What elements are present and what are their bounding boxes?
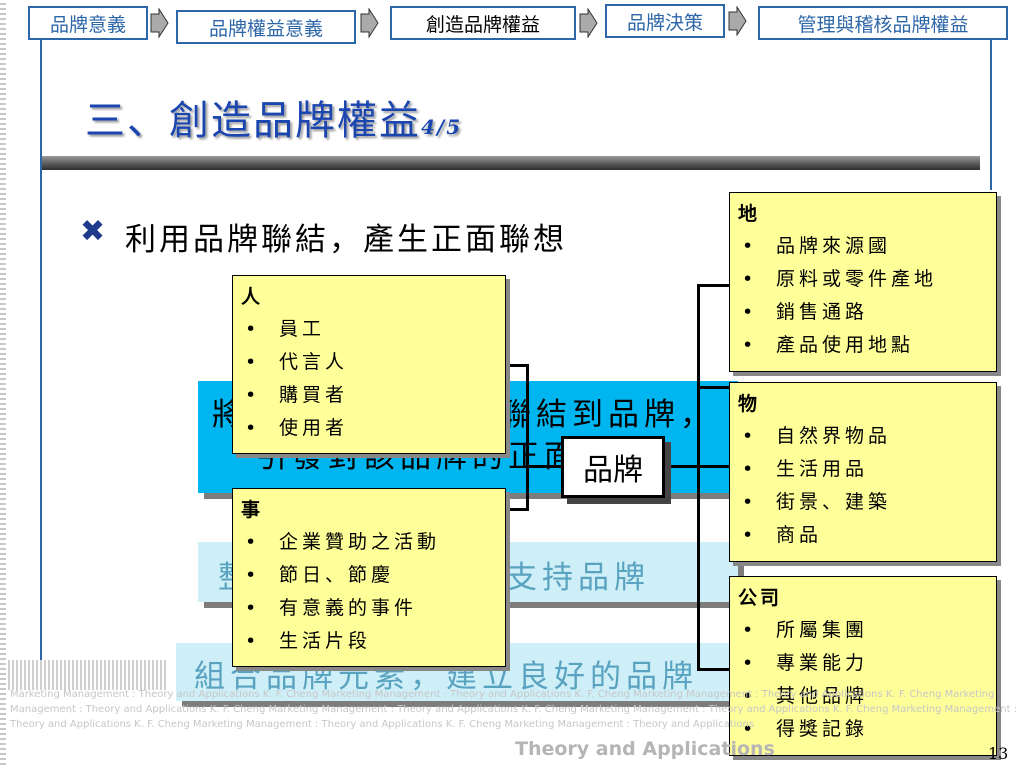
nav-tab-label: 創造品牌權益 xyxy=(425,13,540,36)
bullet-dot-icon: • xyxy=(742,718,754,740)
list-item: •產品使用地點 xyxy=(738,329,988,362)
list-item: •商品 xyxy=(738,519,988,552)
list-item: •得獎記錄 xyxy=(738,713,988,746)
association-box-events: 事 •企業贊助之活動 •節日、節慶 •有意義的事件 •生活片段 xyxy=(232,488,506,667)
list-item: •有意義的事件 xyxy=(241,592,497,625)
box-heading: 物 xyxy=(738,393,761,415)
slide-edge-decoration xyxy=(0,0,6,768)
list-item: •自然界物品 xyxy=(738,420,988,453)
list-item: •其他品牌 xyxy=(738,680,988,713)
connector-line xyxy=(665,465,729,468)
bullet-dot-icon: • xyxy=(245,351,257,373)
connector-line xyxy=(697,284,700,671)
list-item: •生活用品 xyxy=(738,453,988,486)
slide-title: 三、創造品牌權益4/5 xyxy=(85,98,463,144)
brand-box: 品牌 xyxy=(561,436,665,498)
connector-line xyxy=(697,668,729,671)
bullet-cross-icon: ✖ xyxy=(80,214,106,249)
footer-watermark-title: Theory and Applications xyxy=(515,738,775,760)
bullet-dot-icon: • xyxy=(742,652,754,674)
list-item: •原料或零件產地 xyxy=(738,263,988,296)
list-item: •節日、節慶 xyxy=(241,559,497,592)
nav-tab-brand-equity-meaning[interactable]: 品牌權益意義 xyxy=(176,10,356,44)
bullet-dot-icon: • xyxy=(245,318,257,340)
bullet-dot-icon: • xyxy=(742,491,754,513)
bullet-dot-icon: • xyxy=(245,384,257,406)
box-list: •自然界物品 •生活用品 •街景、建築 •商品 xyxy=(738,420,988,552)
list-item: •銷售通路 xyxy=(738,296,988,329)
list-item: •員工 xyxy=(241,313,497,346)
bullet-dot-icon: • xyxy=(245,597,257,619)
title-underline xyxy=(42,156,980,170)
bullet-dot-icon: • xyxy=(742,524,754,546)
nav-tab-label: 品牌權益意義 xyxy=(208,17,323,40)
nav-arrow-icon xyxy=(579,8,598,38)
box-heading: 事 xyxy=(241,499,264,521)
box-list: •品牌來源國 •原料或零件產地 •銷售通路 •產品使用地點 xyxy=(738,230,988,362)
list-item: •所屬集團 xyxy=(738,614,988,647)
nav-tab-manage-audit-brand-equity[interactable]: 管理與稽核品牌權益 xyxy=(758,6,1008,40)
box-heading: 人 xyxy=(241,286,264,308)
nav-tab-label: 管理與稽核品牌權益 xyxy=(797,13,969,36)
bullet-dot-icon: • xyxy=(742,425,754,447)
bullet-dot-icon: • xyxy=(742,685,754,707)
nav-arrow-icon xyxy=(728,6,747,36)
list-item: •企業贊助之活動 xyxy=(241,526,497,559)
association-box-company: 公司 •所屬集團 •專業能力 •其他品牌 •得獎記錄 xyxy=(729,576,997,756)
list-item: •街景、建築 xyxy=(738,486,988,519)
connector-line xyxy=(526,465,562,468)
bullet-dot-icon: • xyxy=(245,564,257,586)
bullet-dot-icon: • xyxy=(245,630,257,652)
box-heading: 地 xyxy=(738,203,761,225)
nav-tab-label: 品牌決策 xyxy=(626,11,703,34)
bullet-dot-icon: • xyxy=(742,235,754,257)
box-heading: 公司 xyxy=(738,587,783,609)
bullet-dot-icon: • xyxy=(245,417,257,439)
page-number: 13 xyxy=(988,744,1009,763)
list-item: •使用者 xyxy=(241,412,497,445)
nav-tab-label: 品牌意義 xyxy=(49,13,126,36)
nav-tab-brand-decisions[interactable]: 品牌決策 xyxy=(605,4,725,38)
bullet-dot-icon: • xyxy=(742,619,754,641)
bullet-dot-icon: • xyxy=(742,301,754,323)
list-item: •代言人 xyxy=(241,346,497,379)
association-box-people: 人 •員工 •代言人 •購買者 •使用者 xyxy=(232,275,506,454)
bullet-text: 利用品牌聯結，產生正面聯想 xyxy=(125,222,567,258)
bullet-dot-icon: • xyxy=(742,334,754,356)
box-list: •所屬集團 •專業能力 •其他品牌 •得獎記錄 xyxy=(738,614,988,746)
list-item: •品牌來源國 xyxy=(738,230,988,263)
nav-tab-brand-meaning[interactable]: 品牌意義 xyxy=(28,6,148,40)
bullet-dot-icon: • xyxy=(742,268,754,290)
watermark-barcode-decoration xyxy=(8,660,168,690)
connector-line xyxy=(526,364,529,511)
frame-right-border xyxy=(990,40,992,190)
nav-arrow-icon xyxy=(360,8,379,38)
bullet-dot-icon: • xyxy=(245,531,257,553)
box-list: •企業贊助之活動 •節日、節慶 •有意義的事件 •生活片段 xyxy=(241,526,497,658)
list-item: •專業能力 xyxy=(738,647,988,680)
frame-left-border xyxy=(40,40,42,680)
connector-line xyxy=(697,284,729,287)
list-item: •購買者 xyxy=(241,379,497,412)
bullet-dot-icon: • xyxy=(742,458,754,480)
list-item: •生活片段 xyxy=(241,625,497,658)
association-box-places: 地 •品牌來源國 •原料或零件產地 •銷售通路 •產品使用地點 xyxy=(729,192,997,372)
slide-page-fraction: 4/5 xyxy=(421,115,463,139)
nav-arrow-icon xyxy=(150,8,169,38)
association-box-objects: 物 •自然界物品 •生活用品 •街景、建築 •商品 xyxy=(729,382,997,562)
connector-line xyxy=(506,508,528,511)
connector-line xyxy=(697,386,729,389)
footer-watermark-text: Marketing Management : Theory and Applic… xyxy=(10,689,1018,730)
box-list: •員工 •代言人 •購買者 •使用者 xyxy=(241,313,497,445)
connector-line xyxy=(506,364,528,367)
nav-tab-create-brand-equity[interactable]: 創造品牌權益 xyxy=(390,6,576,40)
